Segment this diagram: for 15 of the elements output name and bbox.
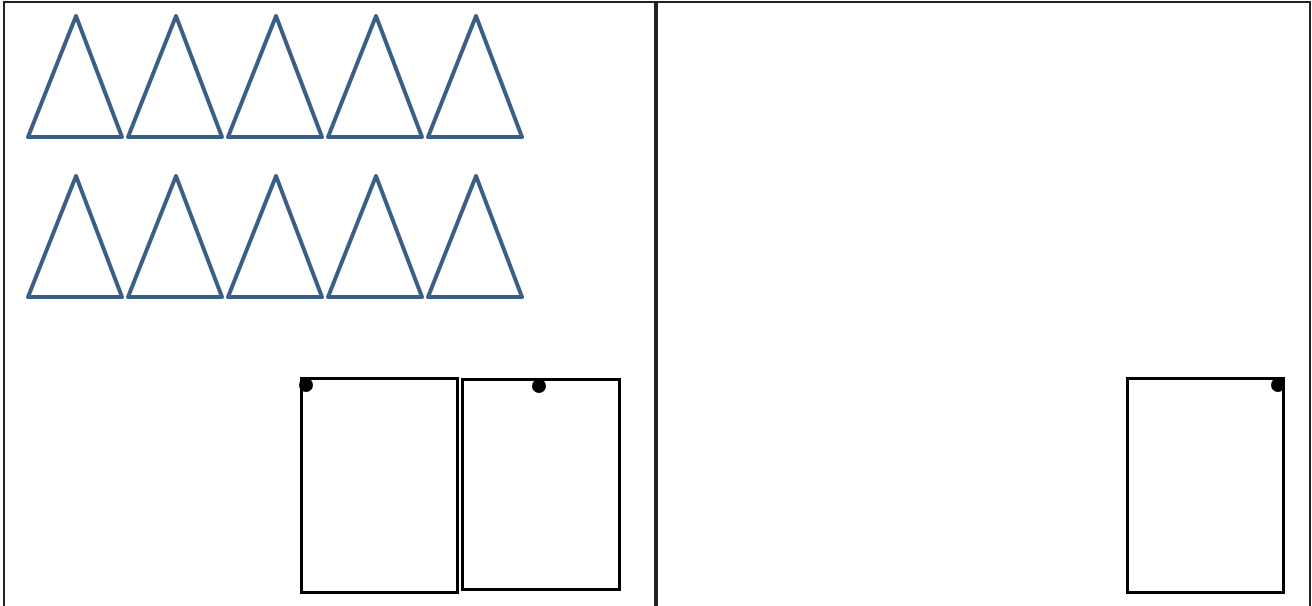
triangle-outline (24, 172, 124, 299)
triangle-outline (24, 12, 124, 139)
triangle-outline (124, 172, 224, 299)
panel (3, 1, 658, 606)
rectangle-with-dot-drawing (1126, 377, 1285, 594)
panel (657, 1, 1311, 606)
rectangle-with-dot-drawing (461, 378, 621, 591)
triangle-outline (424, 12, 524, 139)
triangle-outline (324, 172, 424, 299)
triangle-outline (124, 12, 224, 139)
triangle-outline (424, 172, 524, 299)
triangle-outline (224, 172, 324, 299)
triangle-outline (324, 12, 424, 139)
rectangle-with-dot-drawing (300, 377, 459, 594)
triangle-outline (224, 12, 324, 139)
